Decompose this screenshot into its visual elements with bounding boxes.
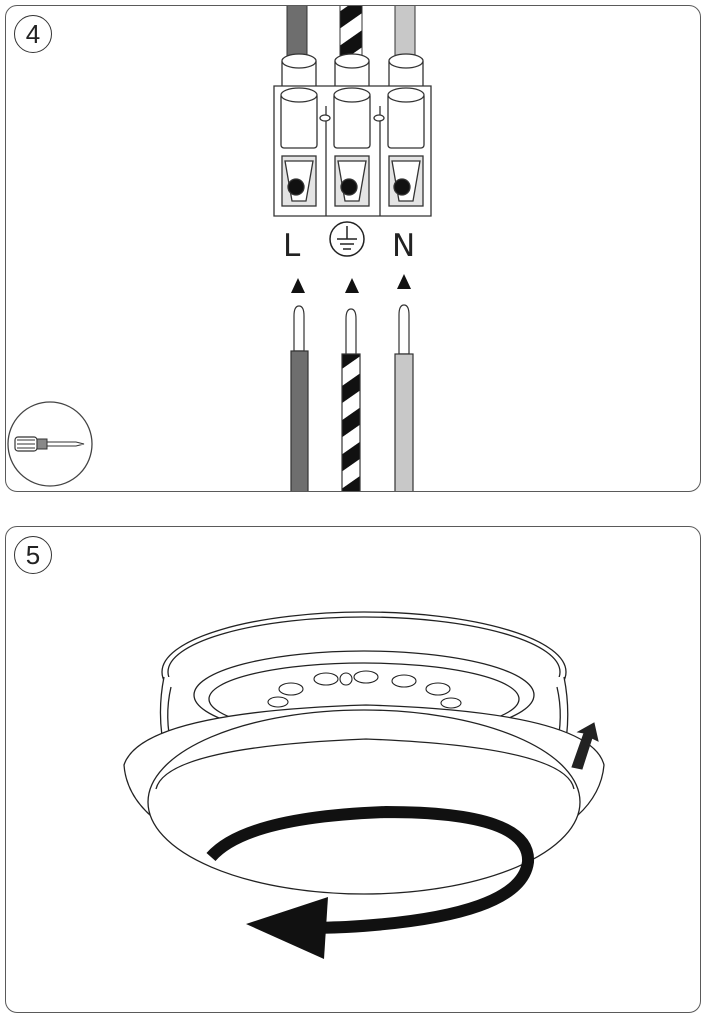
- terminal-label-live: L: [283, 228, 301, 264]
- arrow-up-l: [291, 278, 305, 293]
- step-5-panel: 5: [5, 526, 701, 1013]
- arrow-up-earth: [345, 278, 359, 293]
- rotate-clockwise-arrow-icon: [206, 805, 534, 959]
- ceiling-fixture: [123, 611, 605, 895]
- bottom-wires: [290, 304, 414, 491]
- turn-direction-arrow-small: [571, 722, 599, 770]
- earth-ground-icon: [329, 221, 365, 257]
- screwdriver-icon: [7, 401, 93, 487]
- step-number-5: 5: [14, 536, 52, 574]
- terminal-screw-l: [287, 178, 305, 196]
- step-number-4: 4: [14, 15, 52, 53]
- fixture-rotation-diagram: [123, 611, 605, 959]
- step-4-panel: 4 L N: [5, 5, 701, 492]
- arrow-up-n: [397, 274, 411, 289]
- terminal-screw-n: [393, 178, 411, 196]
- insert-arrows: [291, 274, 411, 293]
- wiring-diagram: [7, 6, 432, 491]
- terminal-screw-earth: [340, 178, 358, 196]
- terminal-block: [273, 53, 432, 217]
- led-array: [267, 670, 462, 709]
- terminal-label-neutral: N: [392, 228, 416, 264]
